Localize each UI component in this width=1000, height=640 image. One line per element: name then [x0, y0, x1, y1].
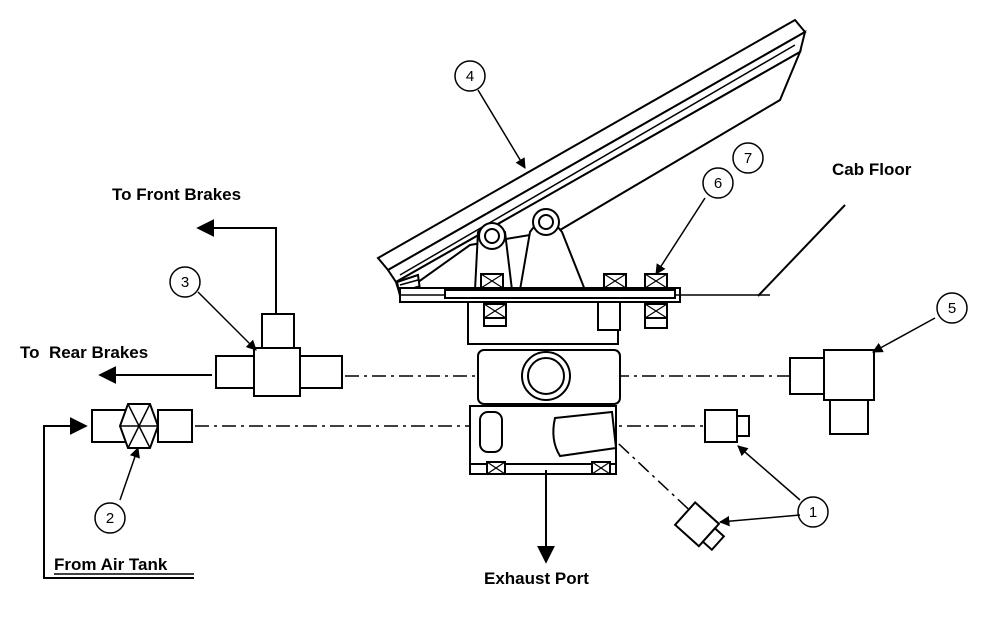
- callout-7: 7: [732, 142, 764, 174]
- label-cab-floor: Cab Floor: [832, 160, 912, 179]
- svg-text:3: 3: [181, 274, 189, 291]
- cab-floor-leader: [757, 204, 846, 297]
- inlet-connector: [91, 403, 193, 449]
- callout-1: 1: [797, 496, 829, 528]
- leader-2: [119, 447, 140, 501]
- callout-5: 5: [936, 292, 968, 324]
- front-brakes-arrow: [196, 219, 277, 314]
- plug-fitting-right: [704, 409, 750, 443]
- air-tank-arrow: [43, 417, 194, 579]
- label-front-brakes: To Front Brakes: [112, 185, 241, 204]
- svg-text:4: 4: [466, 68, 474, 85]
- leader-3: [197, 291, 257, 351]
- leader-5: [872, 317, 936, 353]
- callout-6: 6: [702, 167, 734, 199]
- svg-text:2: 2: [106, 510, 114, 527]
- pedal-assembly: [376, 18, 807, 298]
- valve-body: [467, 301, 668, 475]
- leader-6: [655, 197, 706, 275]
- mounting-nuts: [480, 273, 668, 289]
- label-rear-brakes: To Rear Brakes: [20, 343, 148, 362]
- svg-text:6: 6: [714, 175, 722, 192]
- plug-fitting-angled: [673, 501, 726, 552]
- callout-2: 2: [94, 502, 126, 534]
- leader-1a: [737, 445, 801, 501]
- elbow-fitting: [789, 349, 875, 435]
- callout-4: 4: [454, 60, 486, 92]
- callout-3: 3: [169, 266, 201, 298]
- leader-1b: [718, 514, 801, 527]
- tee-fitting: [215, 313, 343, 397]
- leader-4: [477, 89, 526, 169]
- svg-text:7: 7: [744, 150, 752, 167]
- label-air-tank: From Air Tank: [54, 555, 168, 574]
- svg-text:5: 5: [948, 300, 956, 317]
- svg-text:1: 1: [809, 504, 817, 521]
- label-exhaust-port: Exhaust Port: [484, 569, 589, 588]
- cab-floor-plate: [399, 287, 770, 303]
